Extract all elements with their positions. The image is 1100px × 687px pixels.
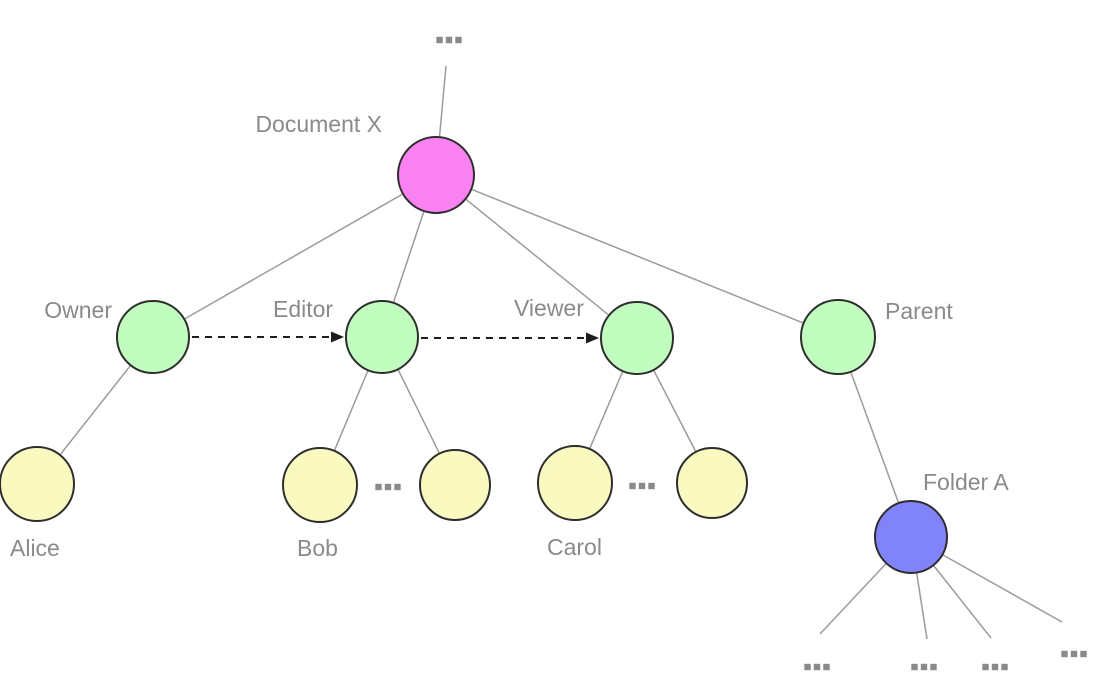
ellipsis-dot — [455, 36, 462, 44]
node-label-alice: Alice — [10, 535, 60, 561]
ellipsis-dot — [1080, 650, 1087, 658]
ellipsis-dot — [911, 663, 918, 671]
edge-parent-folder-a — [850, 372, 900, 503]
ellipsis-dot — [1061, 650, 1068, 658]
ellipsis-dot — [1001, 663, 1008, 671]
ellipsis-icon-more-folder-items-2 — [911, 663, 937, 671]
ellipsis-dot — [436, 36, 443, 44]
node-viewer-user-other — [676, 447, 748, 519]
node-carol — [537, 445, 613, 521]
ellipsis-dot — [991, 663, 999, 671]
node-owner — [116, 300, 190, 374]
edge-viewer-viewer-user-other — [653, 370, 697, 452]
node-label-viewer: Viewer — [514, 295, 584, 321]
ellipsis-dot — [445, 36, 453, 44]
ellipsis-icon-more-above-document — [436, 36, 462, 44]
arrowhead-icon-editor-to-viewer — [586, 332, 599, 344]
node-label-parent: Parent — [885, 298, 953, 324]
ellipsis-dot — [920, 663, 928, 671]
ellipsis-dot — [629, 482, 636, 490]
arrowhead-icon-owner-to-editor — [331, 331, 344, 343]
ellipsis-dot — [394, 483, 401, 491]
node-label-document-x: Document X — [255, 111, 382, 137]
stub-edge-folder-a-child-3 — [933, 565, 992, 639]
node-editor — [345, 300, 419, 374]
node-label-editor: Editor — [273, 296, 333, 322]
node-parent — [800, 299, 876, 375]
ellipsis-icon-more-editor-users — [375, 483, 401, 491]
ellipsis-dot — [375, 483, 382, 491]
edge-document-x-owner — [184, 193, 403, 320]
node-alice — [0, 446, 75, 522]
ellipsis-dot — [823, 663, 830, 671]
edge-document-x-parent — [471, 188, 804, 324]
edge-viewer-carol — [589, 371, 624, 449]
ellipsis-dot — [930, 663, 937, 671]
ellipsis-dot — [804, 663, 811, 671]
stub-edge-folder-a-child-2 — [915, 573, 928, 640]
stub-edge-document-x-to-more — [438, 65, 447, 137]
ellipsis-dot — [638, 482, 646, 490]
node-label-carol: Carol — [547, 534, 602, 560]
ellipsis-icon-more-folder-items-4 — [1061, 650, 1087, 658]
ellipsis-dot — [648, 482, 655, 490]
ellipsis-icon-more-viewer-users — [629, 482, 655, 490]
stub-edge-folder-a-child-1 — [819, 563, 887, 635]
ellipsis-dot — [384, 483, 392, 491]
ellipsis-icon-more-folder-items-3 — [982, 663, 1008, 671]
edge-editor-bob — [333, 370, 369, 451]
node-label-folder-a: Folder A — [923, 469, 1009, 495]
node-bob — [282, 447, 358, 523]
ellipsis-dot — [982, 663, 989, 671]
stub-edge-folder-a-child-4 — [942, 554, 1063, 623]
node-label-owner: Owner — [44, 297, 112, 323]
edge-document-x-viewer — [465, 198, 609, 316]
node-folder-a — [874, 500, 948, 574]
edge-document-x-editor — [392, 211, 425, 303]
edge-owner-alice — [59, 365, 131, 455]
edge-editor-editor-user-other — [397, 369, 440, 454]
ellipsis-dot — [1070, 650, 1078, 658]
node-editor-user-other — [419, 449, 491, 521]
node-document-x — [397, 136, 475, 214]
node-label-bob: Bob — [297, 535, 338, 561]
node-viewer — [600, 301, 674, 375]
ellipsis-icon-more-folder-items-1 — [804, 663, 830, 671]
ellipsis-dot — [813, 663, 821, 671]
